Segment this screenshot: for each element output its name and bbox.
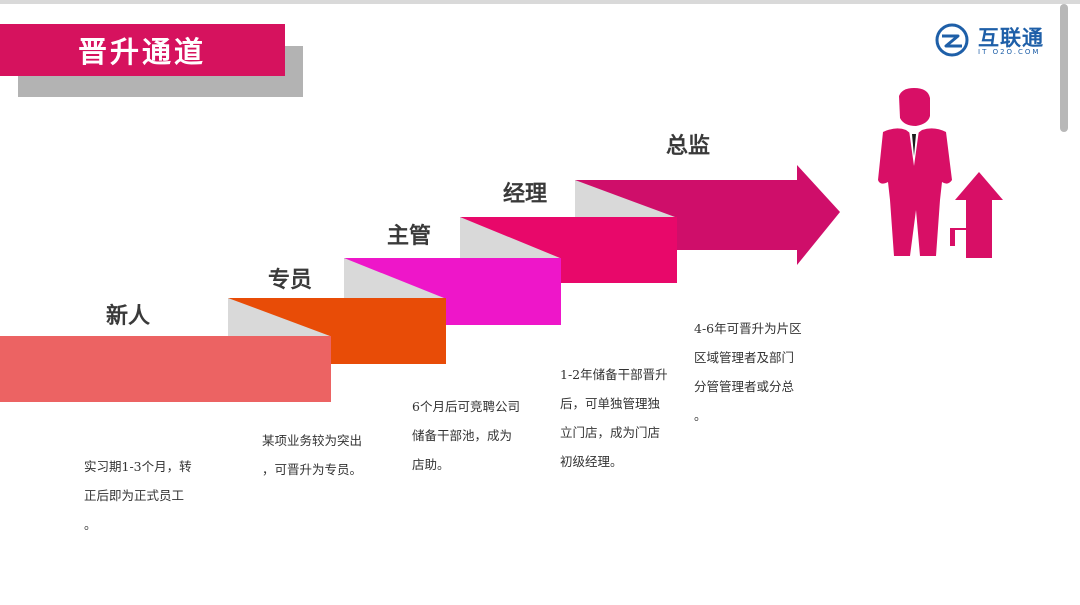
title-banner: 晋升通道 [0,24,285,76]
step-3-fold [344,258,444,298]
level-description-specialist: 某项业务较为突出 ，可晋升为专员。 [262,433,363,477]
scrollbar-thumb[interactable] [1060,4,1068,132]
level-label-director: 总监 [666,133,711,159]
level-label-specialist: 专员 [268,267,313,293]
level-label-manager: 经理 [503,181,548,207]
up-arrow-icon [950,172,1003,258]
level-label-newcomer: 新人 [106,303,151,329]
page-title: 晋升通道 [78,35,207,69]
level-description-supervisor: 6个月后可竞聘公司 储备干部池，成为 店助。 [412,399,520,472]
logo-mark-icon [935,23,969,57]
logo-subtitle: IT O2O.COM [978,48,1041,56]
step-2-fold [228,298,330,336]
logo: 互联通 IT O2O.COM [934,22,1052,58]
level-description-newcomer: 实习期1-3个月，转 正后即为正式员工 。 [84,459,192,532]
logo-name: 互联通 [978,26,1044,50]
step-4-fold [460,217,560,258]
level-description-manager: 1-2年储备干部晋升 后，可单独管理独 立门店，成为门店 初级经理。 [560,367,668,469]
person-in-suit-icon [878,88,952,256]
top-rule [0,0,1080,4]
level-description-director: 4-6年可晋升为片区 区域管理者及部门 分管管理者或分总 。 [694,321,802,423]
step-1-newcomer [0,336,331,402]
step-5-fold [575,180,675,217]
level-label-supervisor: 主管 [387,223,432,249]
